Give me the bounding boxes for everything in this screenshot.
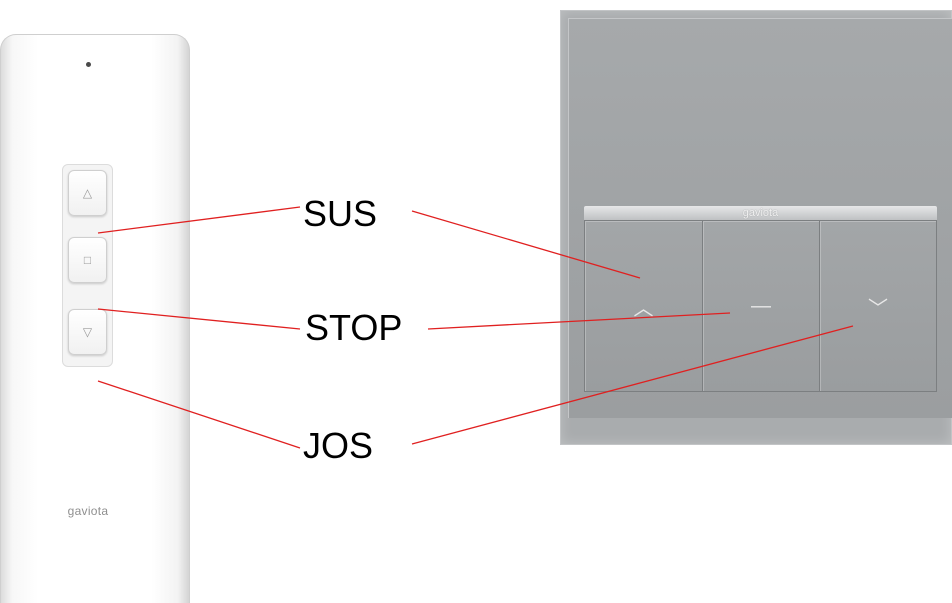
remote-button-panel: △ □ ▽	[62, 164, 113, 367]
wall-stop-button[interactable]: —	[702, 220, 820, 392]
leader-line-group	[97, 206, 854, 449]
leader-jos-wall	[411, 325, 854, 445]
chevron-up-icon: ︿	[633, 297, 654, 320]
wall-switch-brand-bar: gaviota	[584, 206, 937, 220]
remote-brand-logo: gaviota	[67, 504, 109, 518]
label-sus: SUS	[303, 193, 378, 234]
wall-up-button[interactable]: ︿	[584, 220, 703, 392]
leader-sus-remote	[97, 206, 301, 234]
up-triangle-icon: △	[82, 186, 93, 200]
remote-up-button[interactable]: △	[68, 170, 107, 216]
leader-stop-wall	[427, 312, 731, 330]
remote-stop-button[interactable]: □	[68, 237, 107, 283]
chevron-down-icon: ﹀	[868, 297, 888, 320]
dash-icon: —	[751, 294, 771, 317]
remote-indicator-led	[86, 62, 91, 67]
leader-stop-remote	[97, 308, 301, 330]
remote-down-button[interactable]: ▽	[68, 309, 107, 355]
leader-sus-wall	[411, 210, 641, 279]
wall-down-button[interactable]: ﹀	[819, 220, 937, 392]
down-triangle-icon: ▽	[82, 325, 93, 339]
label-jos: JOS	[303, 425, 374, 466]
stop-square-icon: □	[83, 253, 92, 267]
leader-jos-remote	[97, 380, 301, 449]
label-stop: STOP	[305, 307, 403, 348]
